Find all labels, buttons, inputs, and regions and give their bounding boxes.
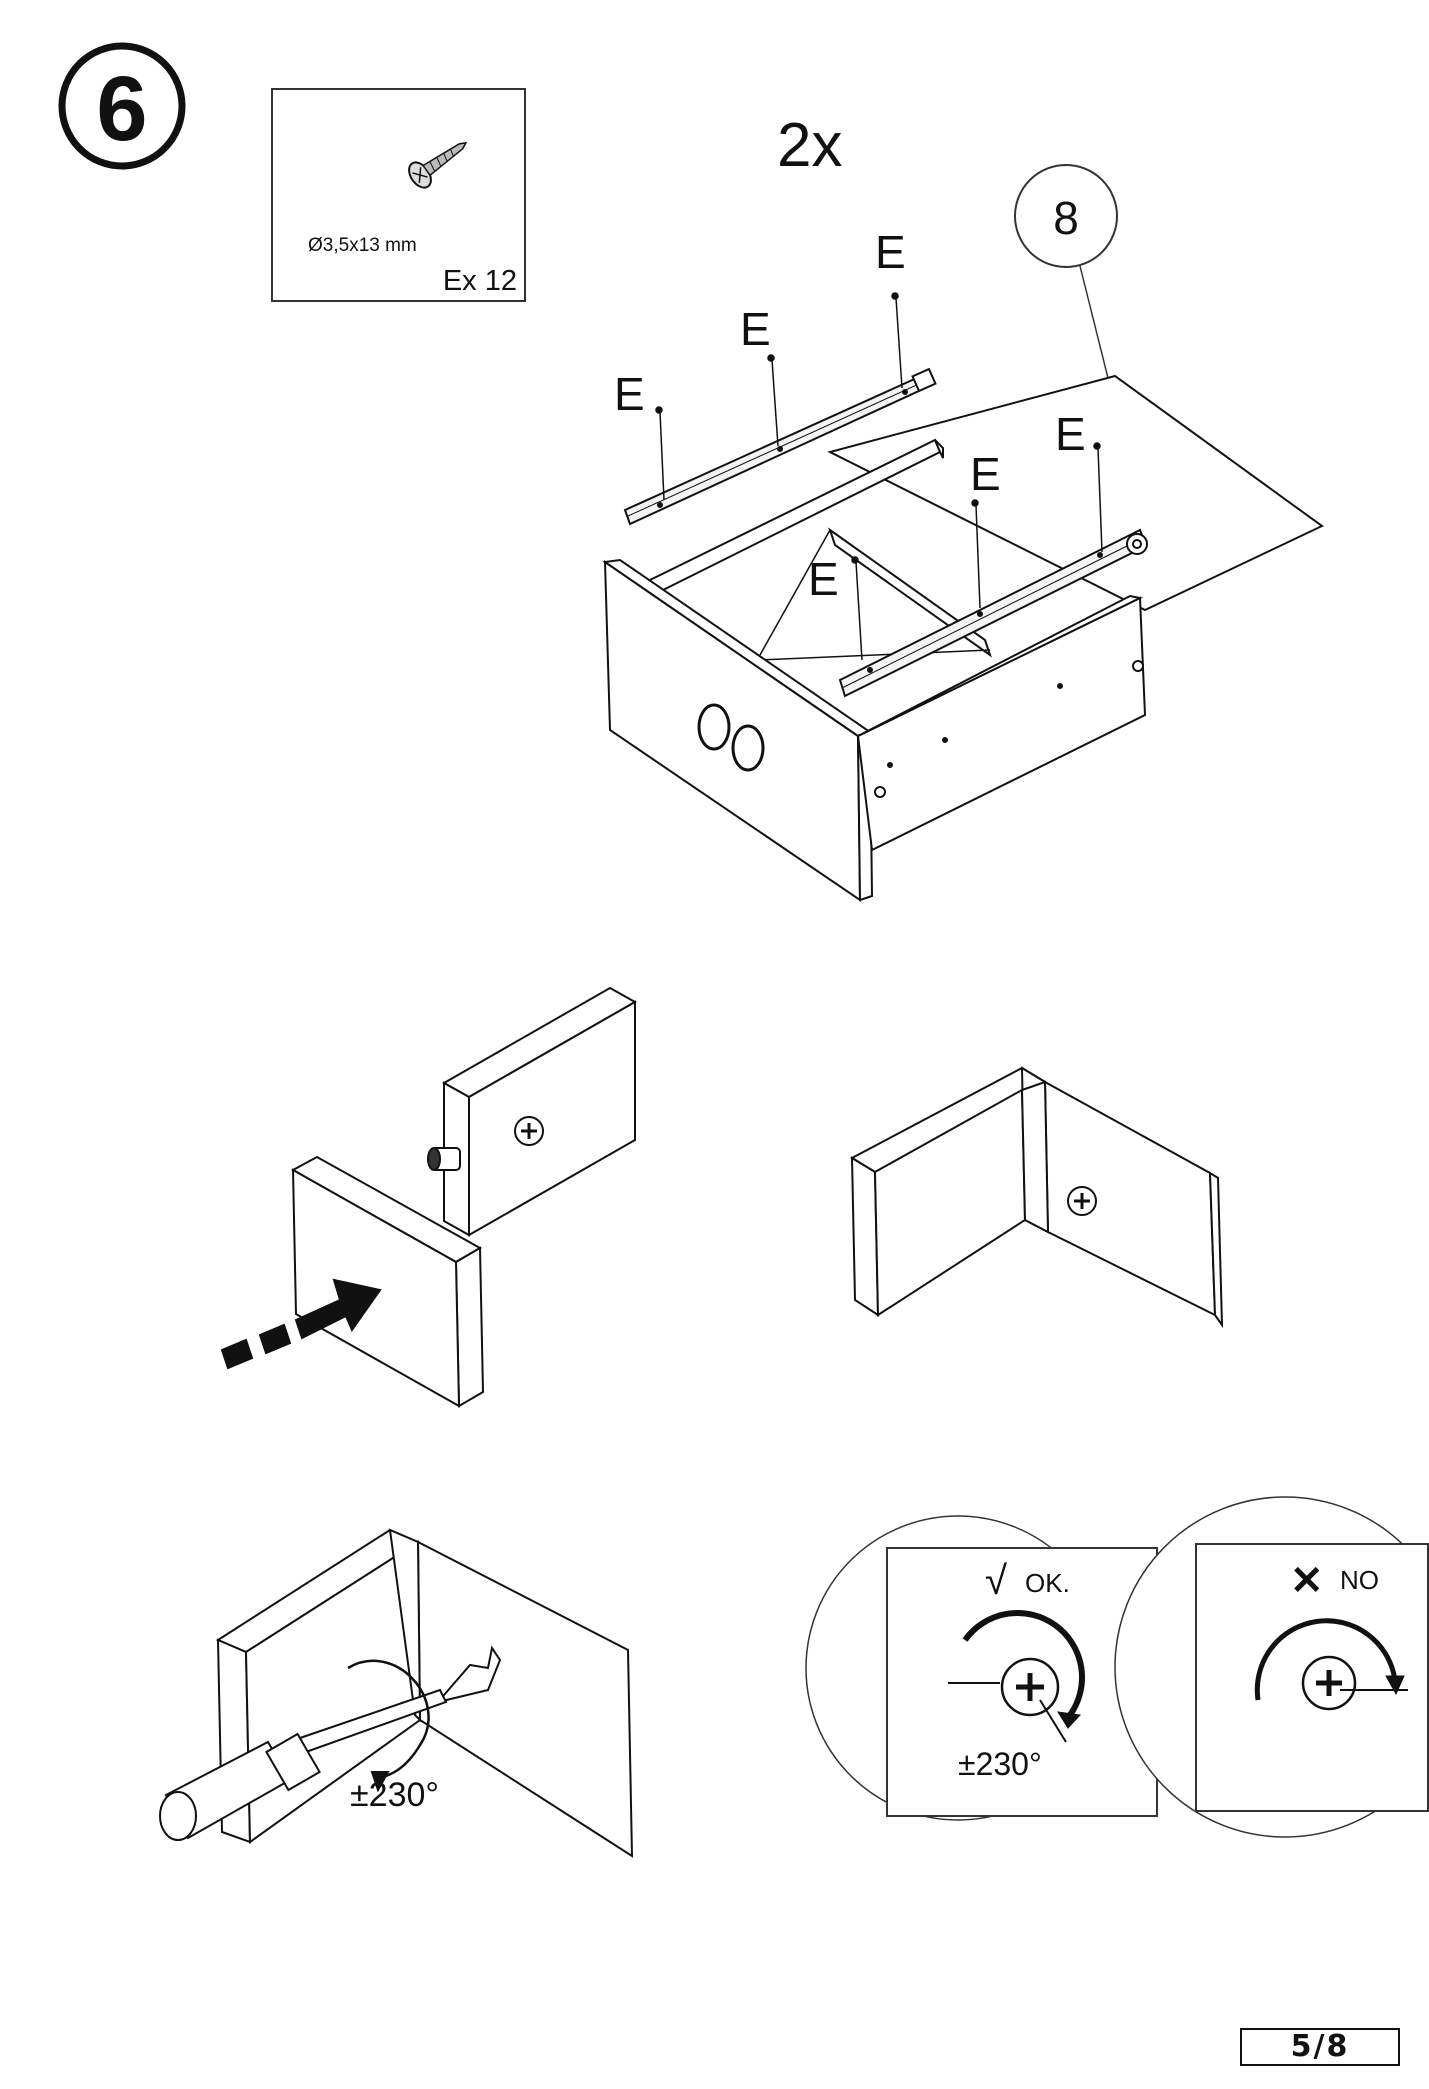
drawer-front-panel (603, 560, 862, 902)
screw-label: E (875, 226, 906, 278)
screw-label: E (970, 448, 1001, 500)
no-cross-icon: ✕ (1290, 1559, 1324, 1603)
screw-label: E (740, 303, 771, 355)
assembled-corner-illustration (849, 1066, 1224, 1329)
screw-size: Ø3,5x13 mm (308, 235, 417, 256)
drawer-assembly (602, 292, 1324, 902)
rotate-arrow-icon (1385, 1675, 1405, 1696)
hardware-box: Ø3,5x13 mm Ex 12 (271, 88, 526, 302)
step-badge: 6 (58, 42, 186, 170)
insert-arrow-icon (220, 1278, 382, 1370)
screw-label: E (614, 368, 645, 420)
rotation-angle-label: ±230° (350, 1776, 439, 1814)
rotate-arrow-icon (370, 1771, 390, 1793)
ok-angle-label: ±230° (958, 1746, 1042, 1782)
ok-detail (805, 1515, 1158, 1821)
drawer-rail-near (838, 528, 1148, 698)
ok-label: OK. (1025, 1568, 1070, 1598)
part-callout: 8 (1014, 164, 1134, 469)
screw-quantity: Ex 12 (443, 265, 517, 297)
drawer-bottom-panel (827, 374, 1324, 612)
page-number: 5/8 (1240, 2028, 1400, 2066)
no-detail (1114, 1496, 1429, 1838)
step-number: 6 (96, 58, 147, 160)
drawer-rail-far (623, 367, 937, 526)
screwdriver-illustration (159, 1528, 634, 1858)
multiplier-label: 2x (777, 111, 842, 180)
screw-icon (408, 141, 468, 189)
no-label: NO (1340, 1565, 1379, 1595)
part-number: 8 (1053, 192, 1079, 244)
dowel-insertion-illustration (220, 986, 638, 1408)
rotate-arrow-icon (1057, 1711, 1082, 1729)
rail-screws (655, 292, 1103, 661)
ok-check-icon: √ (985, 1559, 1007, 1603)
drawer-side-panel (856, 596, 1147, 852)
screw-label: E (808, 553, 839, 605)
screw-label: E (1055, 408, 1086, 460)
